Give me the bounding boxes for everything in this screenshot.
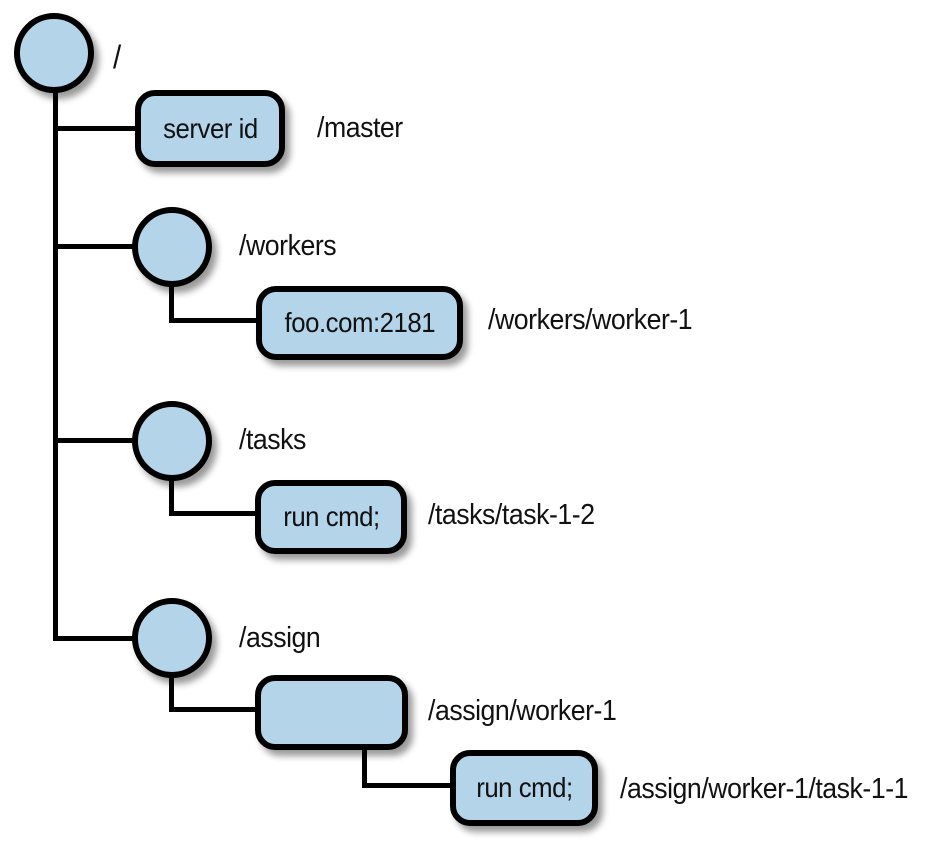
znode-path-label-task12: /tasks/task-1-2 <box>428 498 595 531</box>
znode-box-worker1: foo.com:2181 <box>256 286 463 360</box>
znode-box-master: server id <box>135 90 285 167</box>
znode-path-label-assign-task11: /assign/worker-1/task-1-1 <box>620 772 909 805</box>
elbow-line-worker1-h <box>169 318 257 323</box>
znode-value-master: server id <box>162 112 258 144</box>
znode-value-worker1: foo.com:2181 <box>284 307 435 338</box>
elbow-line-task12-v <box>169 476 174 516</box>
znode-circle-workers <box>132 207 212 287</box>
branch-line-assign <box>53 636 134 641</box>
znode-path-label-worker1: /workers/worker-1 <box>488 303 693 336</box>
znode-path-label-assign: /assign <box>239 621 321 654</box>
znode-circle-assign <box>132 598 212 678</box>
znode-path-label-workers: /workers <box>239 229 337 262</box>
znode-path-label-root: / <box>113 38 121 75</box>
branch-line-workers <box>53 244 134 249</box>
znode-path-label-assign-worker1: /assign/worker-1 <box>428 694 617 727</box>
elbow-line-assign-worker1-v <box>169 672 174 712</box>
znode-value-assign-task11: run cmd; <box>475 772 573 803</box>
znode-value-task12: run cmd; <box>282 501 380 532</box>
elbow-line-worker1-v <box>169 283 174 323</box>
elbow-line-assign-task11-v <box>362 748 367 788</box>
elbow-line-assign-worker1-h <box>169 707 257 712</box>
znode-box-task12: run cmd; <box>255 480 407 554</box>
znode-box-assign-worker1 <box>255 675 408 750</box>
znode-box-assign-task11: run cmd; <box>450 750 598 826</box>
elbow-line-assign-task11-h <box>362 783 454 788</box>
elbow-line-task12-h <box>169 511 257 516</box>
znode-path-label-tasks: /tasks <box>239 423 306 456</box>
branch-line-master <box>53 126 137 131</box>
znode-circle-root <box>14 13 94 93</box>
znode-path-label-master: /master <box>317 111 403 144</box>
branch-line-tasks <box>53 438 134 443</box>
znode-circle-tasks <box>132 401 212 481</box>
tree-spine-line <box>53 92 58 641</box>
